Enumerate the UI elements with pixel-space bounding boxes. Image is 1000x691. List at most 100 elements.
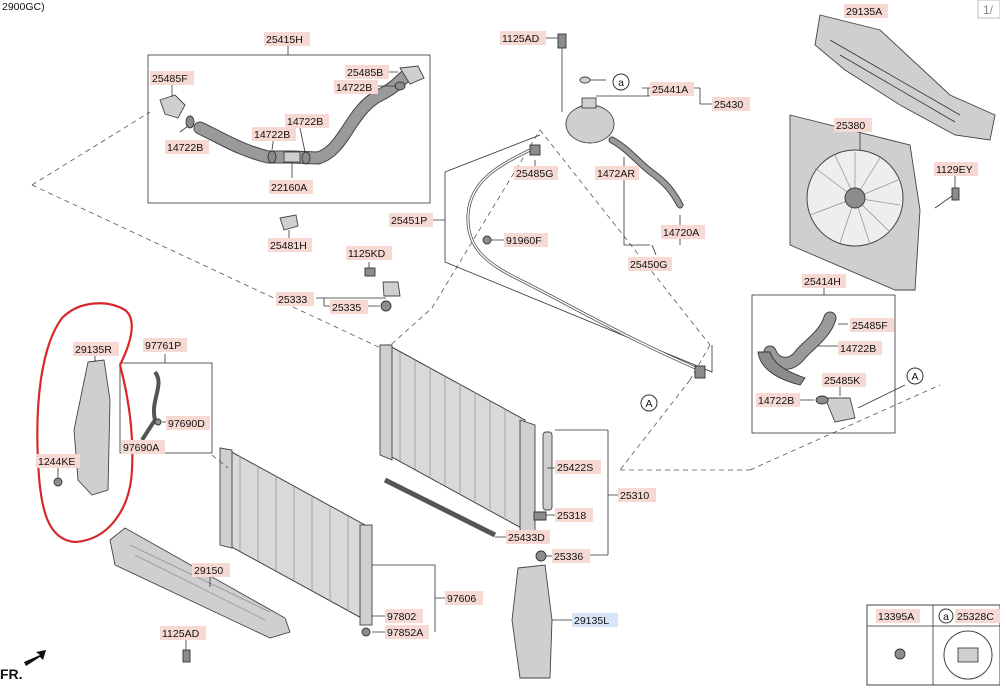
under-cover-29150 bbox=[109, 527, 291, 639]
connector-25485k bbox=[824, 397, 856, 423]
bolt-1125ad bbox=[557, 33, 567, 49]
svg-text:25485F: 25485F bbox=[852, 320, 888, 332]
label-1125kd[interactable]: 1125KD bbox=[346, 246, 392, 260]
label-1129ey[interactable]: 1129EY bbox=[934, 162, 978, 176]
radiator-tank-left bbox=[379, 344, 393, 461]
bracket-25333 bbox=[382, 281, 401, 297]
label-14722b-e[interactable]: 14722B bbox=[838, 341, 882, 355]
seal-25422s bbox=[542, 431, 553, 511]
label-97690a[interactable]: 97690A bbox=[121, 440, 165, 454]
label-1244ke[interactable]: 1244KE bbox=[36, 454, 80, 468]
svg-text:25414H: 25414H bbox=[804, 276, 841, 288]
svg-text:1125AD: 1125AD bbox=[502, 33, 540, 45]
svg-text:29135A: 29135A bbox=[846, 6, 882, 18]
label-25430[interactable]: 25430 bbox=[712, 97, 750, 111]
label-25380[interactable]: 25380 bbox=[834, 118, 872, 132]
svg-text:91960F: 91960F bbox=[506, 235, 542, 247]
label-97852a[interactable]: 97852A bbox=[385, 625, 429, 639]
label-29135l[interactable]: 29135L bbox=[572, 613, 618, 627]
label-1472ar[interactable]: 1472AR bbox=[595, 166, 639, 180]
label-25335[interactable]: 25335 bbox=[330, 300, 368, 314]
label-1125ad-top[interactable]: 1125AD bbox=[500, 31, 546, 45]
mount-25335 bbox=[380, 300, 392, 312]
label-91960f[interactable]: 91960F bbox=[504, 233, 548, 247]
svg-text:a: a bbox=[618, 77, 624, 89]
assembly-dashed-outline bbox=[31, 111, 941, 471]
air-guard-29135a bbox=[814, 14, 996, 141]
svg-text:29150: 29150 bbox=[194, 565, 223, 577]
label-25485b[interactable]: 25485B bbox=[345, 65, 389, 79]
clamp-icon bbox=[815, 395, 829, 405]
svg-text:13395A: 13395A bbox=[878, 611, 914, 623]
callout-A-hose: A bbox=[906, 367, 924, 385]
svg-text:25318: 25318 bbox=[557, 510, 586, 522]
label-25310[interactable]: 25310 bbox=[618, 488, 656, 502]
svg-text:97606: 97606 bbox=[447, 593, 476, 605]
label-22160a[interactable]: 22160A bbox=[269, 180, 313, 194]
label-25422s[interactable]: 25422S bbox=[555, 460, 601, 474]
bolt-1125ad-bottom bbox=[182, 649, 191, 663]
label-25318[interactable]: 25318 bbox=[555, 508, 593, 522]
label-25441a[interactable]: 25441A bbox=[650, 82, 694, 96]
svg-text:25415H: 25415H bbox=[266, 34, 303, 46]
screw-1244ke bbox=[53, 477, 63, 487]
label-1125ad-bottom[interactable]: 1125AD bbox=[160, 626, 206, 640]
label-97761p[interactable]: 97761P bbox=[143, 338, 187, 352]
label-29135r[interactable]: 29135R bbox=[73, 342, 119, 356]
label-25450g[interactable]: 25450G bbox=[628, 257, 672, 271]
label-14720a[interactable]: 14720A bbox=[661, 225, 705, 239]
label-97802[interactable]: 97802 bbox=[385, 609, 423, 623]
legend-label-25328c[interactable]: 25328C bbox=[955, 609, 1000, 623]
label-25481h[interactable]: 25481H bbox=[268, 238, 312, 252]
label-25414h[interactable]: 25414H bbox=[802, 274, 846, 288]
box-97761p bbox=[119, 362, 213, 454]
svg-text:1472AR: 1472AR bbox=[597, 168, 635, 180]
label-25485f-a[interactable]: 25485F bbox=[150, 71, 194, 85]
label-29135a[interactable]: 29135A bbox=[844, 4, 888, 18]
svg-text:25380: 25380 bbox=[836, 120, 865, 132]
label-25451p[interactable]: 25451P bbox=[389, 213, 433, 227]
label-14722b-c[interactable]: 14722B bbox=[252, 127, 296, 141]
label-29150[interactable]: 29150 bbox=[192, 563, 230, 577]
page-tag: 1/ bbox=[983, 3, 994, 17]
svg-text:25430: 25430 bbox=[714, 99, 743, 111]
label-14722b-b[interactable]: 14722B bbox=[285, 114, 329, 128]
bolt-1129ey bbox=[951, 187, 960, 201]
svg-text:22160A: 22160A bbox=[271, 182, 307, 194]
box-25414h bbox=[751, 294, 896, 434]
svg-text:1244KE: 1244KE bbox=[38, 456, 75, 468]
label-25336[interactable]: 25336 bbox=[552, 549, 590, 563]
clip-91960f bbox=[482, 235, 492, 245]
label-25333[interactable]: 25333 bbox=[276, 292, 314, 306]
svg-text:a: a bbox=[943, 611, 949, 623]
label-14722b-a[interactable]: 14722B bbox=[334, 80, 378, 94]
svg-text:14722B: 14722B bbox=[167, 142, 203, 154]
legend-label-13395a[interactable]: 13395A bbox=[876, 609, 920, 623]
svg-text:25450G: 25450G bbox=[630, 259, 667, 271]
label-25433d[interactable]: 25433D bbox=[506, 530, 550, 544]
label-97690d[interactable]: 97690D bbox=[166, 416, 210, 430]
svg-text:97761P: 97761P bbox=[145, 340, 181, 352]
svg-text:14722B: 14722B bbox=[254, 129, 290, 141]
part-labels: 29135A 25415H 1125AD 25485F 25485B 14722… bbox=[36, 4, 1000, 640]
front-direction-label: FR. bbox=[0, 666, 23, 682]
svg-text:25310: 25310 bbox=[620, 490, 649, 502]
svg-text:14720A: 14720A bbox=[663, 227, 699, 239]
bolt-1125kd bbox=[364, 267, 376, 277]
label-25485k[interactable]: 25485K bbox=[822, 373, 866, 387]
mount-25336 bbox=[535, 550, 547, 562]
label-25485g[interactable]: 25485G bbox=[514, 166, 558, 180]
label-14722b-d[interactable]: 14722B bbox=[165, 140, 209, 154]
svg-text:A: A bbox=[645, 398, 652, 410]
label-14722b-f[interactable]: 14722B bbox=[756, 393, 800, 407]
legend-part-13395a-icon bbox=[894, 648, 906, 660]
legend-part-25328c-icon bbox=[957, 647, 979, 663]
label-25415h[interactable]: 25415H bbox=[264, 32, 310, 46]
label-25485f-b[interactable]: 25485F bbox=[850, 318, 894, 332]
label-97606[interactable]: 97606 bbox=[445, 591, 483, 605]
radiator-tank-right bbox=[519, 419, 536, 536]
header-corner-text: 2900GC) bbox=[2, 1, 45, 13]
callout-a-reservoir: a bbox=[612, 73, 630, 91]
clamp-icon bbox=[267, 150, 277, 164]
svg-text:25333: 25333 bbox=[278, 294, 307, 306]
